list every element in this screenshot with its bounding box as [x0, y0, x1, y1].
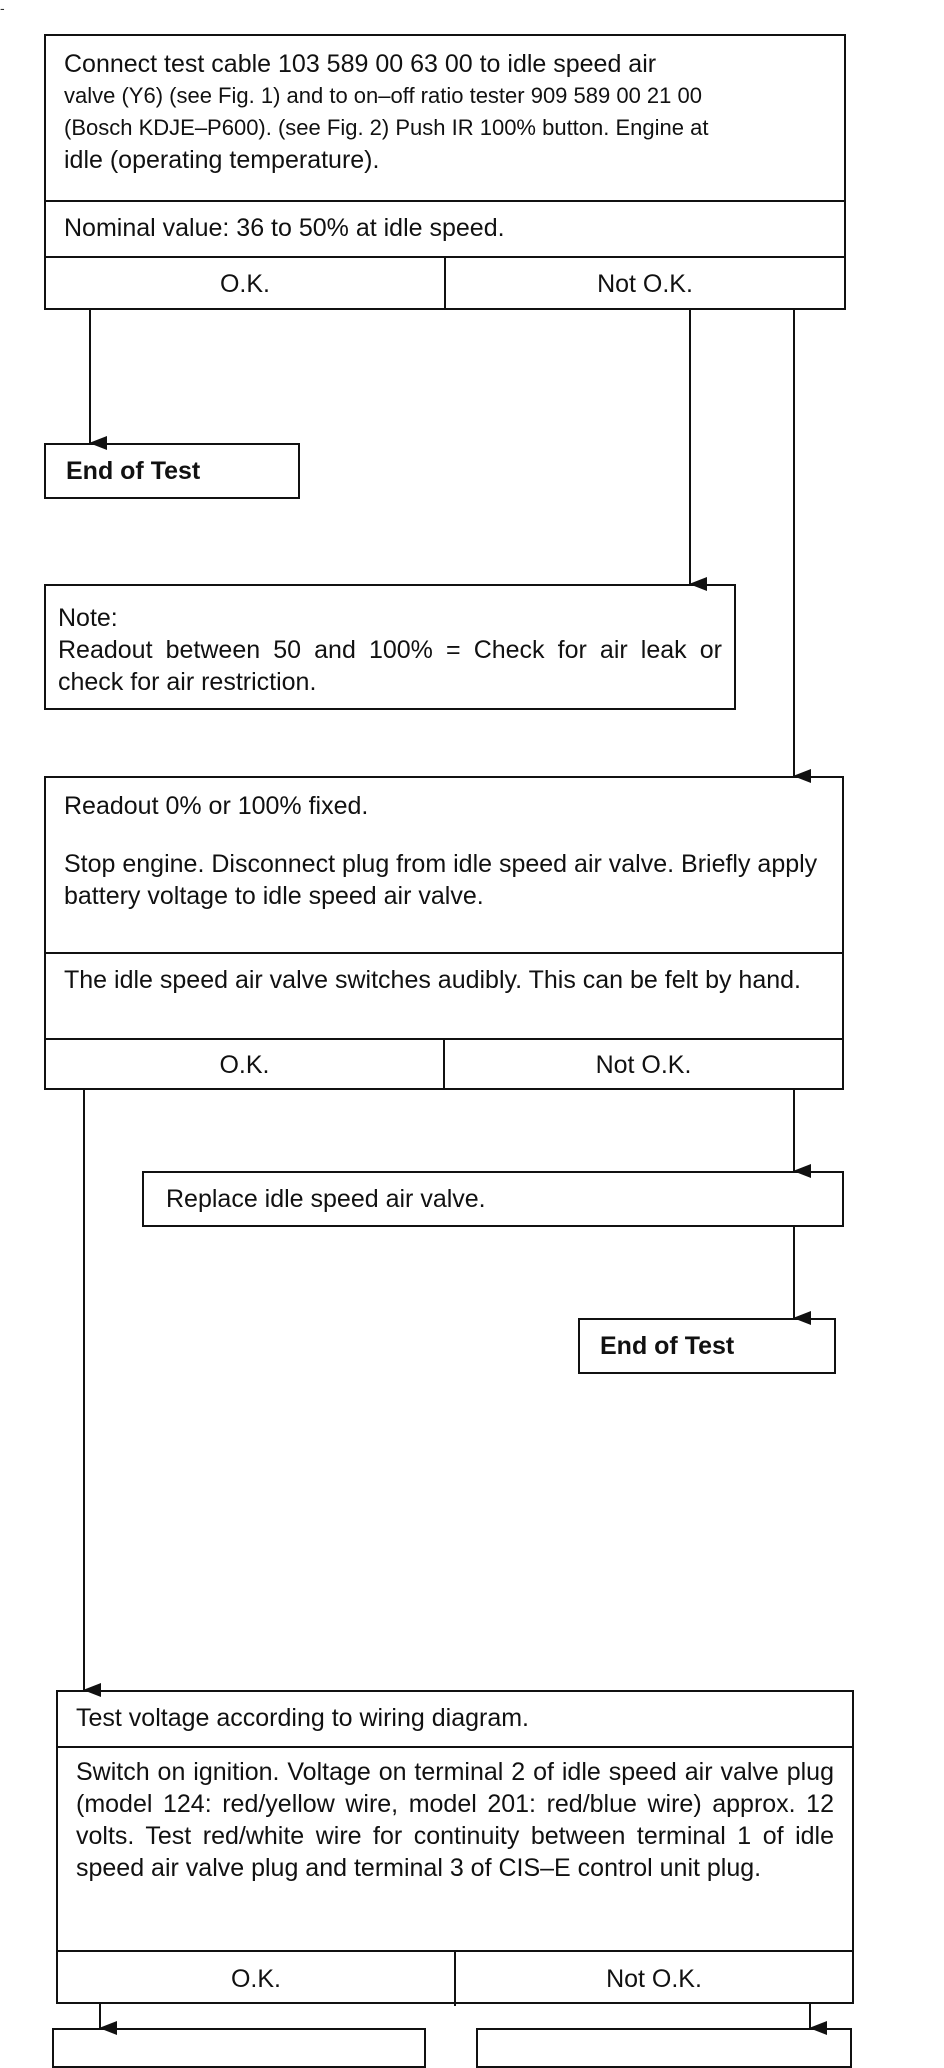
step1-not-ok: Not O.K. — [597, 269, 693, 298]
note-heading: Note: — [58, 604, 118, 632]
step1-box: Connect test cable 103 589 00 63 00 to i… — [44, 34, 846, 310]
end-of-test-1: End of Test — [44, 443, 300, 499]
step1-nominal: Nominal value: 36 to 50% at idle speed. — [46, 200, 844, 256]
step1-ok: O.K. — [46, 258, 446, 310]
replace-valve-box: Replace idle speed air valve. — [142, 1171, 844, 1227]
next-box-left — [52, 2028, 426, 2068]
step2-check: The idle speed air valve switches audibl… — [46, 952, 842, 1038]
note-text: Readout between 50 and 100% = Check for … — [58, 636, 722, 696]
step2-box: Readout 0% or 100% fixed. Stop engine. D… — [44, 776, 844, 1090]
step2-readout: Readout 0% or 100% fixed. — [64, 792, 369, 820]
step3-ok: O.K. — [58, 1952, 456, 2006]
step2-ok: O.K. — [46, 1040, 445, 1090]
step1-instruction: Connect test cable 103 589 00 63 00 to i… — [46, 36, 844, 200]
step3-title: Test voltage according to wiring diagram… — [76, 1704, 530, 1732]
note-content: Note: Readout between 50 and 100% = Chec… — [46, 586, 734, 698]
step3-result-row: O.K. Not O.K. — [58, 1950, 852, 2006]
step3-box: Test voltage according to wiring diagram… — [56, 1690, 854, 2006]
step2-instruction: Stop engine. Disconnect plug from idle s… — [64, 850, 818, 910]
step2-instruction-cell: Readout 0% or 100% fixed. Stop engine. D… — [46, 778, 842, 952]
step1-result-row: O.K. Not O.K. — [46, 256, 844, 310]
step3-instruction: Switch on ignition. Voltage on terminal … — [58, 1746, 852, 1950]
step1-line3: (Bosch KDJE–P600). (see Fig. 2) Push IR … — [64, 115, 709, 140]
step1-line2: valve (Y6) (see Fig. 1) and to on–off ra… — [64, 83, 702, 108]
next-box-right — [476, 2028, 852, 2068]
corner-mark: - — [0, 0, 5, 16]
note-box: Note: Readout between 50 and 100% = Chec… — [44, 584, 736, 710]
step3-not-ok: Not O.K. — [606, 1964, 702, 1993]
step2-result-row: O.K. Not O.K. — [46, 1038, 842, 1090]
step2-not-ok: Not O.K. — [595, 1050, 692, 1079]
step1-line4: idle (operating temperature). — [64, 146, 380, 174]
end-of-test-2: End of Test — [578, 1318, 836, 1374]
step1-line1: Connect test cable 103 589 00 63 00 to i… — [64, 50, 657, 78]
